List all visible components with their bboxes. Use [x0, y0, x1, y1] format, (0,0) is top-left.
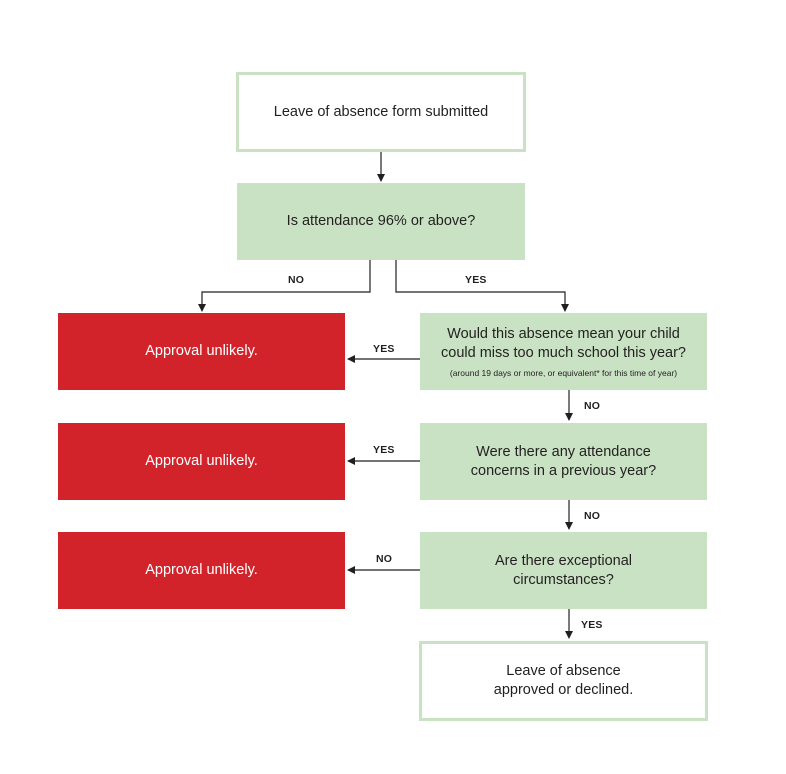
label-attendance-no: NO [288, 274, 305, 286]
start-box: Leave of absence form submitted [236, 72, 526, 152]
outcome-box-2: Approval unlikely. [58, 423, 345, 500]
outcome-box-3: Approval unlikely. [58, 532, 345, 609]
arrow-attendance-yes [395, 260, 569, 312]
outcome-box-1: Approval unlikely. [58, 313, 345, 390]
miss-school-question-box: Would this absence mean your child could… [420, 313, 707, 390]
outcome-text-2: Approval unlikely. [145, 453, 258, 469]
start-text: Leave of absence form submitted [273, 103, 489, 120]
label-miss-yes: YES [373, 343, 395, 355]
attendance-question-text: Is attendance 96% or above? [286, 213, 476, 229]
outcome-text-3: Approval unlikely. [145, 562, 258, 578]
previous-concerns-question-box: Were there any attendance concerns in a … [420, 423, 707, 500]
label-previous-no: NO [584, 510, 601, 522]
label-exceptional-no: NO [376, 553, 393, 565]
label-exceptional-yes: YES [581, 619, 603, 631]
exceptional-circumstances-question-box: Are there exceptional circumstances? [420, 532, 707, 609]
miss-school-note: (around 19 days or more, or equivalent* … [449, 367, 678, 378]
miss-school-question-text: Would this absence mean your child could… [441, 325, 686, 361]
end-box: Leave of absence approved or declined. [419, 641, 708, 721]
label-miss-no: NO [584, 400, 601, 412]
label-previous-yes: YES [373, 444, 395, 456]
label-attendance-yes: YES [465, 274, 487, 286]
outcome-text-1: Approval unlikely. [145, 343, 258, 359]
previous-concerns-question-text: Were there any attendance concerns in a … [470, 443, 657, 479]
exceptional-circumstances-question-text: Are there exceptional circumstances? [494, 552, 633, 588]
attendance-question-box: Is attendance 96% or above? [237, 183, 525, 260]
arrow-attendance-no [198, 260, 371, 312]
end-text: Leave of absence approved or declined. [493, 663, 634, 698]
